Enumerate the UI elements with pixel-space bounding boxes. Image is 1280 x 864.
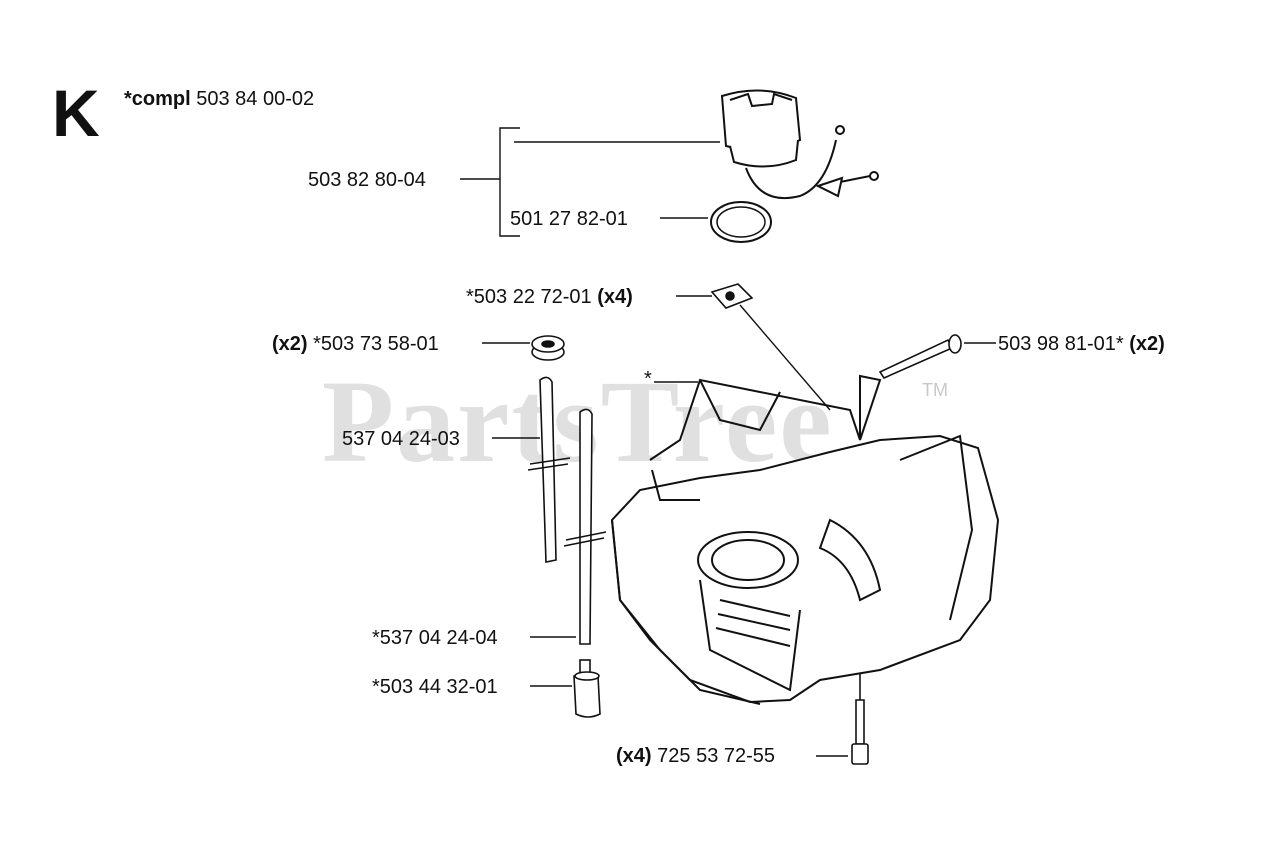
- part-label-hose-b[interactable]: *537 04 24-04: [372, 627, 498, 649]
- compl-prefix: *compl: [124, 88, 191, 110]
- clip-qty: (x4): [597, 286, 633, 308]
- compl-label: *compl 503 84 00-02: [124, 88, 314, 110]
- part-label-clip[interactable]: *503 22 72-01 (x4): [466, 286, 633, 308]
- part-label-o-ring[interactable]: 501 27 82-01: [510, 208, 628, 230]
- screw-top-qty: (x2): [1129, 333, 1165, 355]
- clip-number: *503 22 72-01: [466, 286, 592, 308]
- screw-top-drawing: [878, 334, 962, 380]
- part-label-grommet[interactable]: (x2) *503 73 58-01: [272, 333, 439, 355]
- grommet-qty: (x2): [272, 333, 308, 355]
- filter-drawing: [573, 659, 601, 718]
- fuel-tank-drawing: [610, 374, 1000, 705]
- screw-bottom-number: 725 53 72-55: [657, 745, 776, 767]
- screw-top-number: 503 98 81-01*: [998, 333, 1124, 355]
- screw-bottom-drawing: [851, 660, 869, 765]
- fuel-cap-drawing: [720, 89, 879, 200]
- part-label-fuel-cap[interactable]: 503 82 80-04: [308, 169, 426, 191]
- grommet-number: *503 73 58-01: [313, 333, 439, 355]
- part-label-filter[interactable]: *503 44 32-01: [372, 676, 498, 698]
- grommet-drawing: [531, 335, 565, 361]
- part-label-hose-a[interactable]: 537 04 24-03: [342, 428, 460, 450]
- asterisk-note: *: [644, 368, 652, 390]
- part-label-screw-bottom[interactable]: (x4) 725 53 72-55: [616, 745, 775, 767]
- o-ring-drawing: [710, 201, 772, 243]
- bracket-line: [499, 127, 520, 237]
- leader-clip-down: [739, 304, 831, 411]
- watermark: PartsTree: [322, 356, 834, 487]
- compl-number: 503 84 00-02: [196, 88, 315, 110]
- screw-bottom-qty: (x4): [616, 745, 652, 767]
- clip-drawing: [710, 283, 754, 309]
- part-label-screw-top[interactable]: 503 98 81-01* (x2): [998, 333, 1165, 355]
- hose-drawing: [527, 376, 607, 645]
- watermark-tm: TM: [922, 380, 948, 400]
- section-letter: K: [52, 76, 100, 150]
